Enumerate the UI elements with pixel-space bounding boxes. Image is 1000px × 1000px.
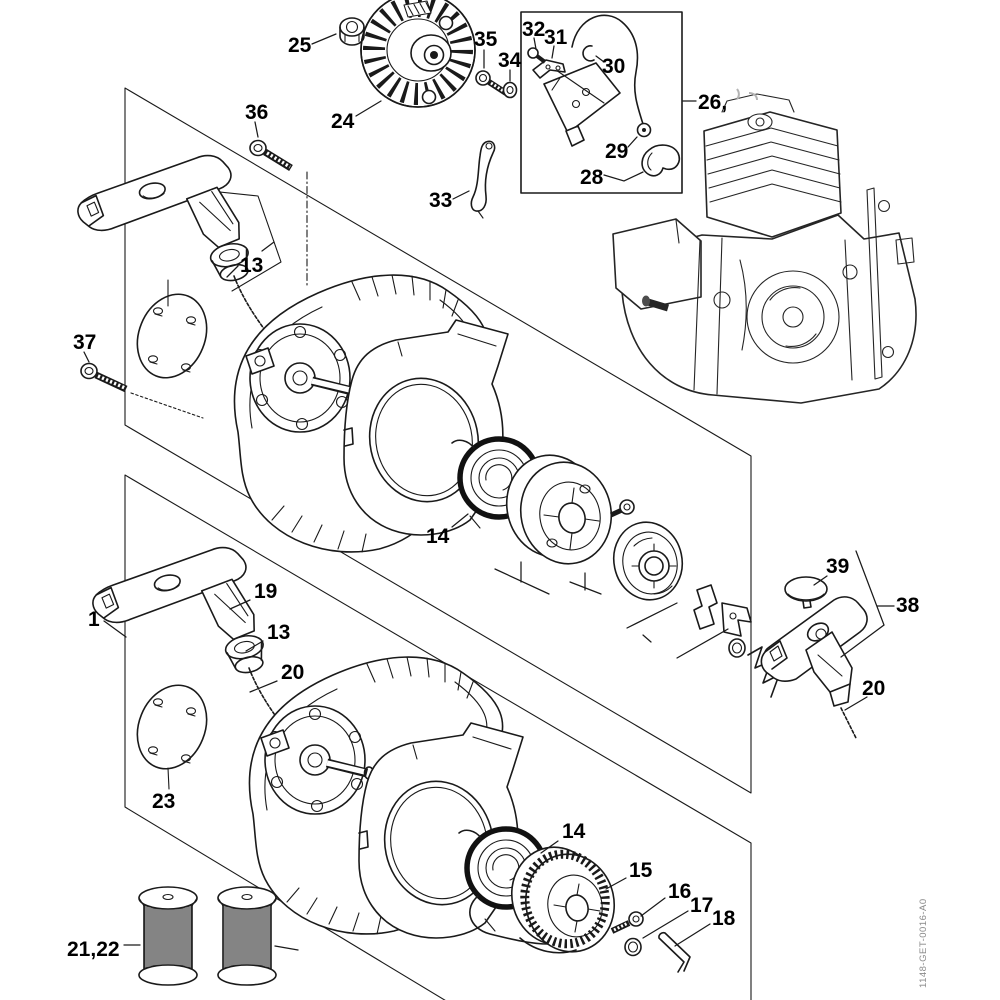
clip-30 xyxy=(582,45,595,62)
ignition-lead-wire xyxy=(571,14,644,125)
part-label-19: 19 xyxy=(254,580,277,603)
part-label-15: 15 xyxy=(629,859,653,882)
part-label-23: 23 xyxy=(152,790,175,813)
starter-grip-38 xyxy=(760,596,868,739)
grommet-29 xyxy=(636,122,652,138)
filter-spool-right xyxy=(217,886,277,986)
part-label-14-bottom: 14 xyxy=(562,820,586,843)
starter-grip-top xyxy=(71,150,255,310)
part-label-13-top: 13 xyxy=(240,254,263,277)
alignment-dash-lines xyxy=(130,171,308,419)
washer-34 xyxy=(502,81,518,99)
part-label-17: 17 xyxy=(690,894,713,917)
ghost-label-marks xyxy=(736,88,758,101)
part-label-25: 25 xyxy=(288,34,312,57)
flywheel-hatch-wedge xyxy=(403,0,432,18)
plate-leader-23 xyxy=(167,767,170,790)
part-label-14-top: 14 xyxy=(426,525,450,548)
screw-32 xyxy=(527,47,547,64)
pawl-catch xyxy=(721,602,752,637)
part-label-16: 16 xyxy=(668,880,691,903)
part-label-20-bottom: 20 xyxy=(281,661,304,684)
ignition-module-frame xyxy=(520,11,683,194)
drawing-number: 1148-GET-0016-A0 xyxy=(918,898,929,988)
part-label-18: 18 xyxy=(712,907,736,930)
screw-37 xyxy=(80,362,128,393)
part-label-29: 29 xyxy=(605,140,628,163)
screw-16 xyxy=(610,911,644,934)
screw-36 xyxy=(249,139,293,171)
spring-clip-18 xyxy=(658,931,691,973)
part-label-21-22: 21,22 xyxy=(67,938,120,961)
starter-grip-19 xyxy=(86,542,270,702)
part-label-39: 39 xyxy=(826,555,849,578)
part-label-38: 38 xyxy=(896,594,920,617)
part-label-20-right: 20 xyxy=(862,677,885,700)
part-label-31: 31 xyxy=(544,26,568,49)
rewind-spring-bottom xyxy=(459,829,549,945)
part-label-32: 32 xyxy=(522,18,545,41)
rope-rotor-top xyxy=(505,454,613,565)
part-label-35: 35 xyxy=(474,28,498,51)
part-label-1: 1 xyxy=(88,608,100,631)
panel-outline-top xyxy=(124,87,752,794)
part-label-36: 36 xyxy=(245,101,268,124)
part-label-26: 26, xyxy=(698,91,727,114)
grip-cap-39 xyxy=(784,576,828,609)
part-label-37: 37 xyxy=(73,331,96,354)
leader-lines xyxy=(83,33,895,951)
part-label-34: 34 xyxy=(498,49,522,72)
trigger-bracket-31 xyxy=(532,59,566,79)
engine-assembly xyxy=(612,93,917,404)
starter-rope-right xyxy=(840,707,857,739)
filter-spools xyxy=(138,886,277,986)
flywheel xyxy=(360,0,476,108)
part-label-28: 28 xyxy=(580,166,604,189)
screw-35 xyxy=(475,70,508,96)
clutch-carrier xyxy=(612,521,684,601)
rope-pulley-15 xyxy=(510,846,616,954)
part-label-24: 24 xyxy=(331,110,355,133)
filter-spool-left xyxy=(138,886,198,986)
pawl xyxy=(693,584,718,630)
group-leader-lines xyxy=(494,561,729,659)
part-label-30: 30 xyxy=(602,55,625,78)
starter-pawl-lever-33 xyxy=(470,140,496,219)
starter-plate-top xyxy=(124,282,220,390)
small-o-ring xyxy=(728,638,746,658)
ignition-module xyxy=(543,14,644,147)
panel-outline-bottom xyxy=(124,474,752,1000)
starter-plate-23 xyxy=(124,673,220,781)
flywheel-nut xyxy=(339,17,365,46)
rotor-screw xyxy=(609,499,635,518)
part-label-33: 33 xyxy=(429,189,452,212)
part-label-13-bottom: 13 xyxy=(267,621,290,644)
spark-plug-boot-28 xyxy=(641,144,681,177)
o-ring-17 xyxy=(624,937,642,957)
